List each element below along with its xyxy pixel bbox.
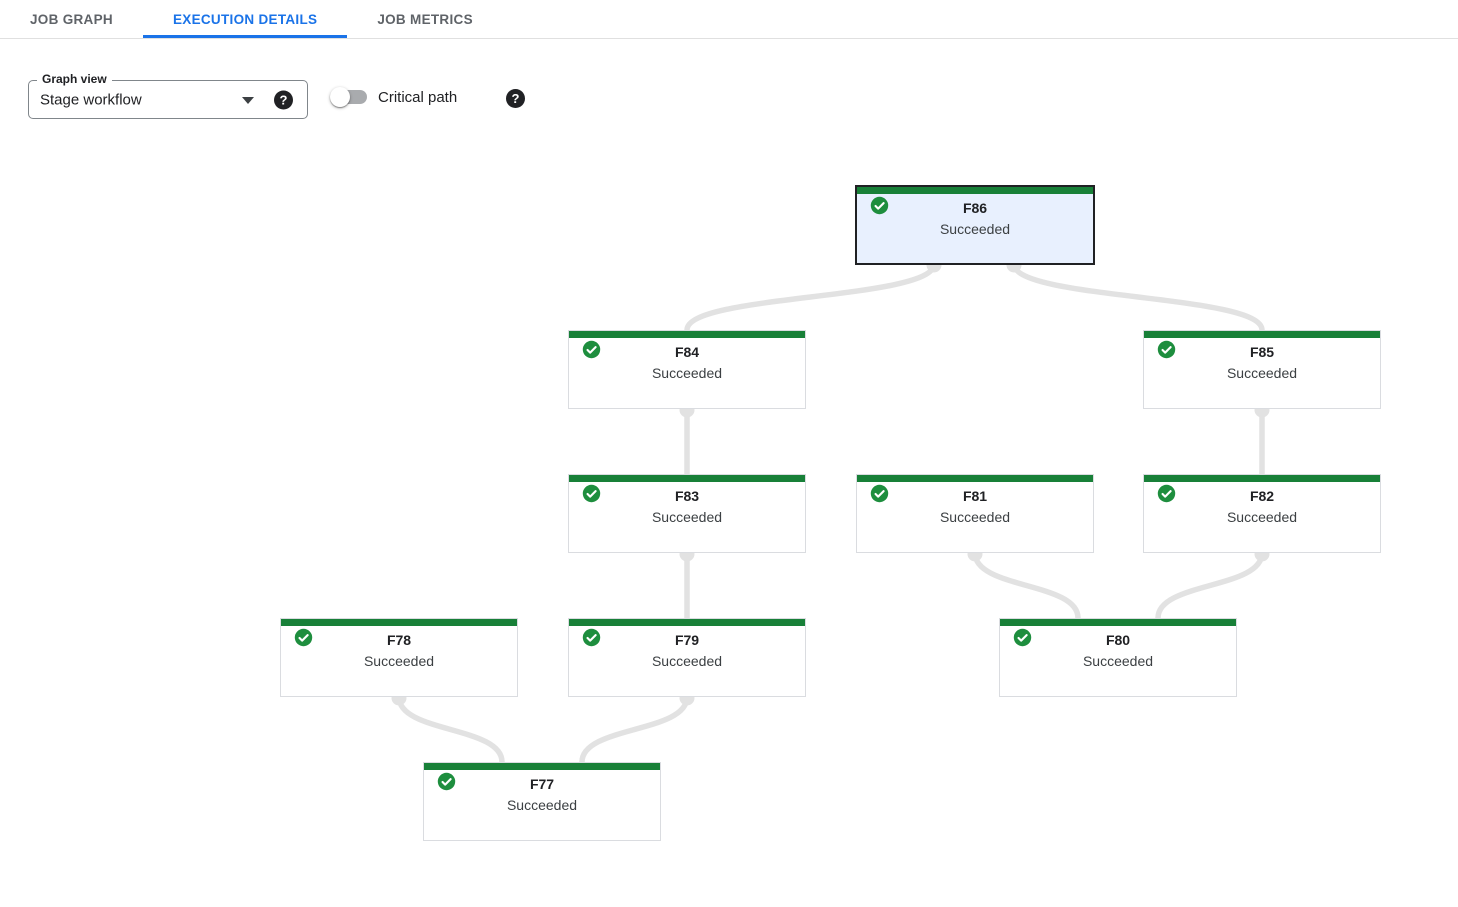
node-title: F81 xyxy=(962,488,988,504)
check-circle-icon xyxy=(294,628,313,647)
node-status-bar xyxy=(569,619,805,626)
node-status-bar xyxy=(857,475,1093,482)
node-status-bar xyxy=(1000,619,1236,626)
tab-execution-details[interactable]: EXECUTION DETAILS xyxy=(142,0,348,38)
stage-node[interactable]: F77 Succeeded xyxy=(423,762,661,841)
stage-node[interactable]: F82 Succeeded xyxy=(1143,474,1381,553)
graph-edge xyxy=(579,696,690,763)
check-circle-icon xyxy=(870,484,889,503)
critical-path-toggle[interactable] xyxy=(330,87,367,107)
node-status: Succeeded xyxy=(506,797,578,813)
node-status-bar xyxy=(569,331,805,338)
node-status: Succeeded xyxy=(651,653,723,669)
graph-edge xyxy=(396,696,505,763)
graph-view-value: Stage workflow xyxy=(40,91,142,108)
stage-node[interactable]: F83 Succeeded xyxy=(568,474,806,553)
node-status: Succeeded xyxy=(939,221,1011,237)
node-title: F78 xyxy=(386,632,412,648)
node-title: F80 xyxy=(1105,632,1131,648)
check-circle-icon xyxy=(1157,340,1176,359)
stage-node[interactable]: F80 Succeeded xyxy=(999,618,1237,697)
node-status: Succeeded xyxy=(651,365,723,381)
node-status-bar xyxy=(569,475,805,482)
toggle-knob-icon xyxy=(330,87,350,107)
stage-node[interactable]: F81 Succeeded xyxy=(856,474,1094,553)
node-title: F84 xyxy=(674,344,700,360)
check-circle-icon xyxy=(582,340,601,359)
stage-node[interactable]: F85 Succeeded xyxy=(1143,330,1381,409)
check-circle-icon xyxy=(437,772,456,791)
tab-bar: JOB GRAPH EXECUTION DETAILS JOB METRICS xyxy=(0,0,1458,39)
node-title: F79 xyxy=(674,632,700,648)
stage-node[interactable]: F78 Succeeded xyxy=(280,618,518,697)
node-status: Succeeded xyxy=(1226,365,1298,381)
graph-edge xyxy=(684,263,937,331)
stage-node[interactable]: F79 Succeeded xyxy=(568,618,806,697)
node-status-bar xyxy=(857,187,1093,194)
node-title: F83 xyxy=(674,488,700,504)
critical-path-help-icon[interactable]: ? xyxy=(506,89,525,108)
tab-job-metrics[interactable]: JOB METRICS xyxy=(377,11,473,27)
node-status: Succeeded xyxy=(651,509,723,525)
check-circle-icon xyxy=(1013,628,1032,647)
graph-view-select[interactable]: Graph view Stage workflow ? xyxy=(28,72,308,119)
stage-node[interactable]: F84 Succeeded xyxy=(568,330,806,409)
node-title: F85 xyxy=(1249,344,1275,360)
tab-job-graph[interactable]: JOB GRAPH xyxy=(30,11,113,27)
check-circle-icon xyxy=(582,628,601,647)
node-status-bar xyxy=(1144,331,1380,338)
stage-node[interactable]: F86 Succeeded xyxy=(855,185,1095,265)
node-status-bar xyxy=(281,619,517,626)
check-circle-icon xyxy=(1157,484,1176,503)
node-status-bar xyxy=(1144,475,1380,482)
node-title: F77 xyxy=(529,776,555,792)
graph-view-label: Graph view xyxy=(37,72,112,87)
check-circle-icon xyxy=(870,196,889,215)
graph-edge xyxy=(1155,552,1265,619)
node-title: F82 xyxy=(1249,488,1275,504)
node-status: Succeeded xyxy=(939,509,1011,525)
check-circle-icon xyxy=(582,484,601,503)
stage-workflow-graph: F86 Succeeded F84 Succeeded F85 Succeede… xyxy=(0,147,1458,907)
graph-edge xyxy=(1011,263,1265,331)
graph-edge xyxy=(972,552,1081,619)
node-status: Succeeded xyxy=(363,653,435,669)
graph-view-help-icon[interactable]: ? xyxy=(274,90,293,109)
caret-down-icon xyxy=(242,97,254,104)
critical-path-label: Critical path xyxy=(378,89,458,106)
node-title: F86 xyxy=(962,200,988,216)
node-status: Succeeded xyxy=(1226,509,1298,525)
node-status: Succeeded xyxy=(1082,653,1154,669)
node-status-bar xyxy=(424,763,660,770)
